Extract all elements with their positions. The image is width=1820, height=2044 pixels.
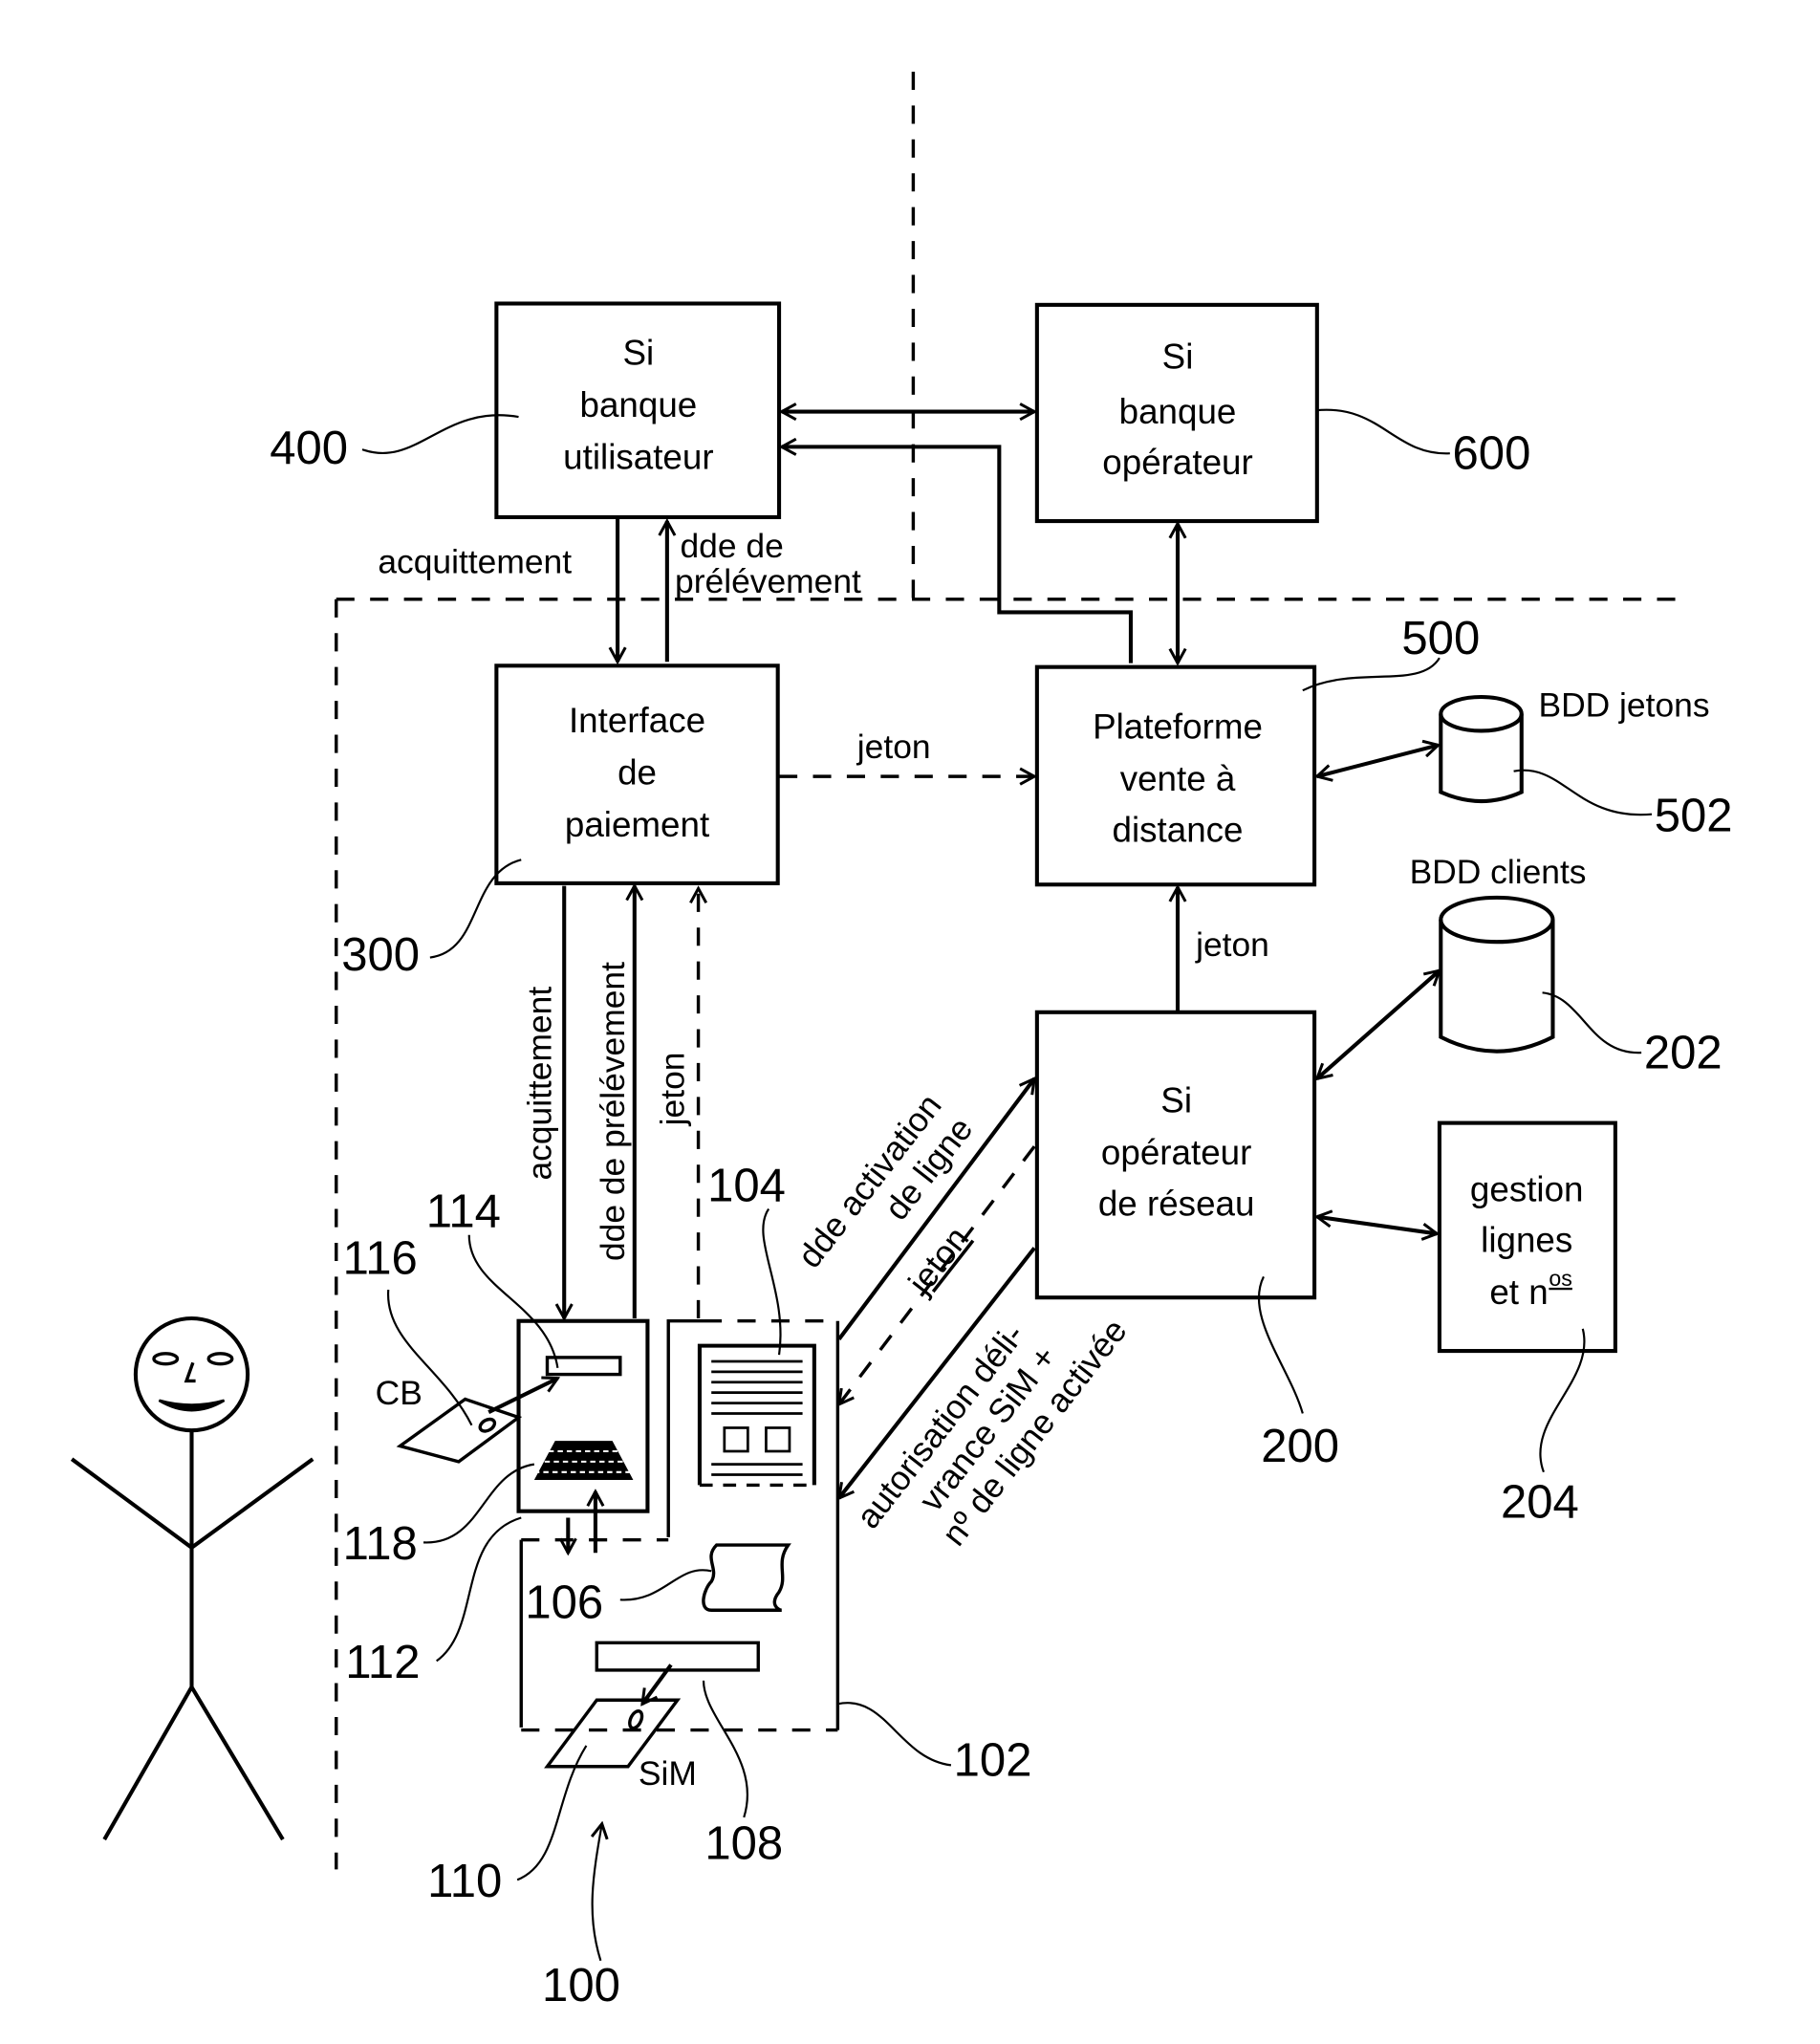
- box-line: paiement: [565, 805, 709, 844]
- label-bdd-clients: BDD clients: [1410, 853, 1587, 891]
- database-bdd-jetons: [1439, 694, 1524, 804]
- box-line: opérateur: [1102, 443, 1252, 482]
- box-line: utilisateur: [563, 438, 713, 477]
- leader-600: [1315, 408, 1450, 455]
- box-line: Interface: [569, 701, 705, 740]
- ref-500: 500: [1401, 613, 1480, 664]
- payment-unit: [516, 1318, 650, 1513]
- box-line: de: [618, 752, 657, 792]
- database-bdd-clients: [1439, 895, 1555, 1054]
- label-dde-top-2: prélévement: [675, 562, 861, 600]
- box-line: Plateforme: [1093, 707, 1263, 747]
- box-line: Si: [1160, 1081, 1192, 1120]
- leader-106: [619, 1569, 712, 1601]
- box-gestion-lignes: gestion lignes et n os: [1437, 1120, 1617, 1354]
- box-line: de réseau: [1098, 1184, 1255, 1223]
- sim-card-icon: [544, 1698, 682, 1769]
- arrow-card-insert: [488, 1379, 557, 1414]
- leader-202: [1542, 991, 1642, 1055]
- ticket-icon: [702, 1543, 791, 1612]
- keypad-icon: [533, 1441, 634, 1480]
- label-bdd-jetons: BDD jetons: [1538, 685, 1709, 724]
- arrow-autorisation: [839, 1247, 1036, 1498]
- superscript-os: os: [1549, 1266, 1571, 1291]
- leader-108: [702, 1680, 749, 1818]
- ref-106: 106: [525, 1576, 603, 1628]
- ref-116: 116: [343, 1233, 418, 1285]
- arrow-platform-bddjetons: [1317, 745, 1439, 776]
- arrow-reseau-bddclients: [1317, 970, 1440, 1078]
- ref-200: 200: [1261, 1421, 1339, 1472]
- leader-118: [423, 1463, 535, 1544]
- leader-500: [1302, 657, 1441, 692]
- label-sim: SiM: [639, 1754, 697, 1793]
- screen-icon: [697, 1343, 816, 1488]
- arrow-sim-dispense: [642, 1663, 673, 1704]
- label-acquittement-vertical: acquittement: [521, 987, 559, 1181]
- box-line: distance: [1113, 810, 1244, 849]
- leader-110: [516, 1745, 588, 1881]
- arrow-dde-activation: [837, 1078, 1034, 1341]
- box-plateforme: Plateforme vente à distance: [1034, 664, 1317, 887]
- bank-card-icon: [396, 1397, 523, 1464]
- ref-118: 118: [343, 1518, 418, 1570]
- sim-slot-icon: [595, 1641, 760, 1672]
- box-interface-paiement: Interface de paiement: [494, 663, 780, 885]
- leader-400: [361, 414, 519, 455]
- ref-400: 400: [270, 423, 348, 474]
- ref-110: 110: [427, 1856, 502, 1907]
- ref-204: 204: [1501, 1476, 1579, 1528]
- label-jeton-horizontal: jeton: [856, 728, 931, 766]
- label-jeton-diagonal: jeton: [900, 1220, 976, 1302]
- box-si-operateur-reseau: Si opérateur de réseau: [1034, 1010, 1317, 1300]
- leader-102: [837, 1702, 952, 1767]
- box-line: et n: [1489, 1272, 1548, 1312]
- box-line: vente à: [1120, 759, 1236, 798]
- leader-300: [429, 859, 522, 959]
- leader-204: [1539, 1328, 1586, 1473]
- arrow-reseau-gestion: [1317, 1217, 1437, 1234]
- box-line: gestion: [1470, 1169, 1584, 1208]
- label-dde-prelevement-vertical: dde de prélévement: [594, 962, 632, 1261]
- leader-100: [593, 1824, 602, 1962]
- box-line: Si: [1162, 337, 1194, 377]
- box-line: Si: [623, 334, 655, 373]
- ref-104: 104: [707, 1160, 786, 1211]
- box-line: opérateur: [1101, 1133, 1251, 1172]
- ref-202: 202: [1644, 1027, 1722, 1078]
- leader-104: [762, 1207, 782, 1356]
- leader-502: [1513, 769, 1653, 816]
- ref-114: 114: [426, 1186, 501, 1238]
- label-dde-top-1: dde de: [680, 527, 783, 565]
- ref-102: 102: [954, 1734, 1032, 1786]
- ref-100: 100: [542, 1960, 620, 2011]
- label-jeton-platform: jeton: [1195, 925, 1269, 964]
- user-figure: [70, 1316, 314, 1841]
- ref-112: 112: [345, 1637, 420, 1688]
- label-acquittement-top: acquittement: [378, 543, 572, 581]
- leader-116: [387, 1289, 473, 1426]
- leader-200: [1257, 1275, 1304, 1414]
- box-line: banque: [1119, 392, 1237, 431]
- arrow-platform-to-bank: [782, 446, 1134, 663]
- box-line: lignes: [1481, 1221, 1572, 1260]
- box-line: banque: [580, 385, 698, 424]
- box-si-banque-operateur: Si banque opérateur: [1034, 302, 1319, 524]
- ref-502: 502: [1655, 790, 1733, 841]
- box-si-banque-utilisateur: Si banque utilisateur: [494, 301, 782, 520]
- label-cb: CB: [376, 1374, 422, 1412]
- leader-112: [436, 1516, 522, 1663]
- ref-600: 600: [1453, 428, 1531, 480]
- ref-300: 300: [341, 929, 420, 981]
- label-autorisation: autorisation déli- vrance SiM + nº de li…: [849, 1312, 1135, 1553]
- label-jeton-vertical: jeton: [654, 1053, 692, 1127]
- leader-114: [467, 1234, 559, 1368]
- ref-108: 108: [704, 1818, 783, 1870]
